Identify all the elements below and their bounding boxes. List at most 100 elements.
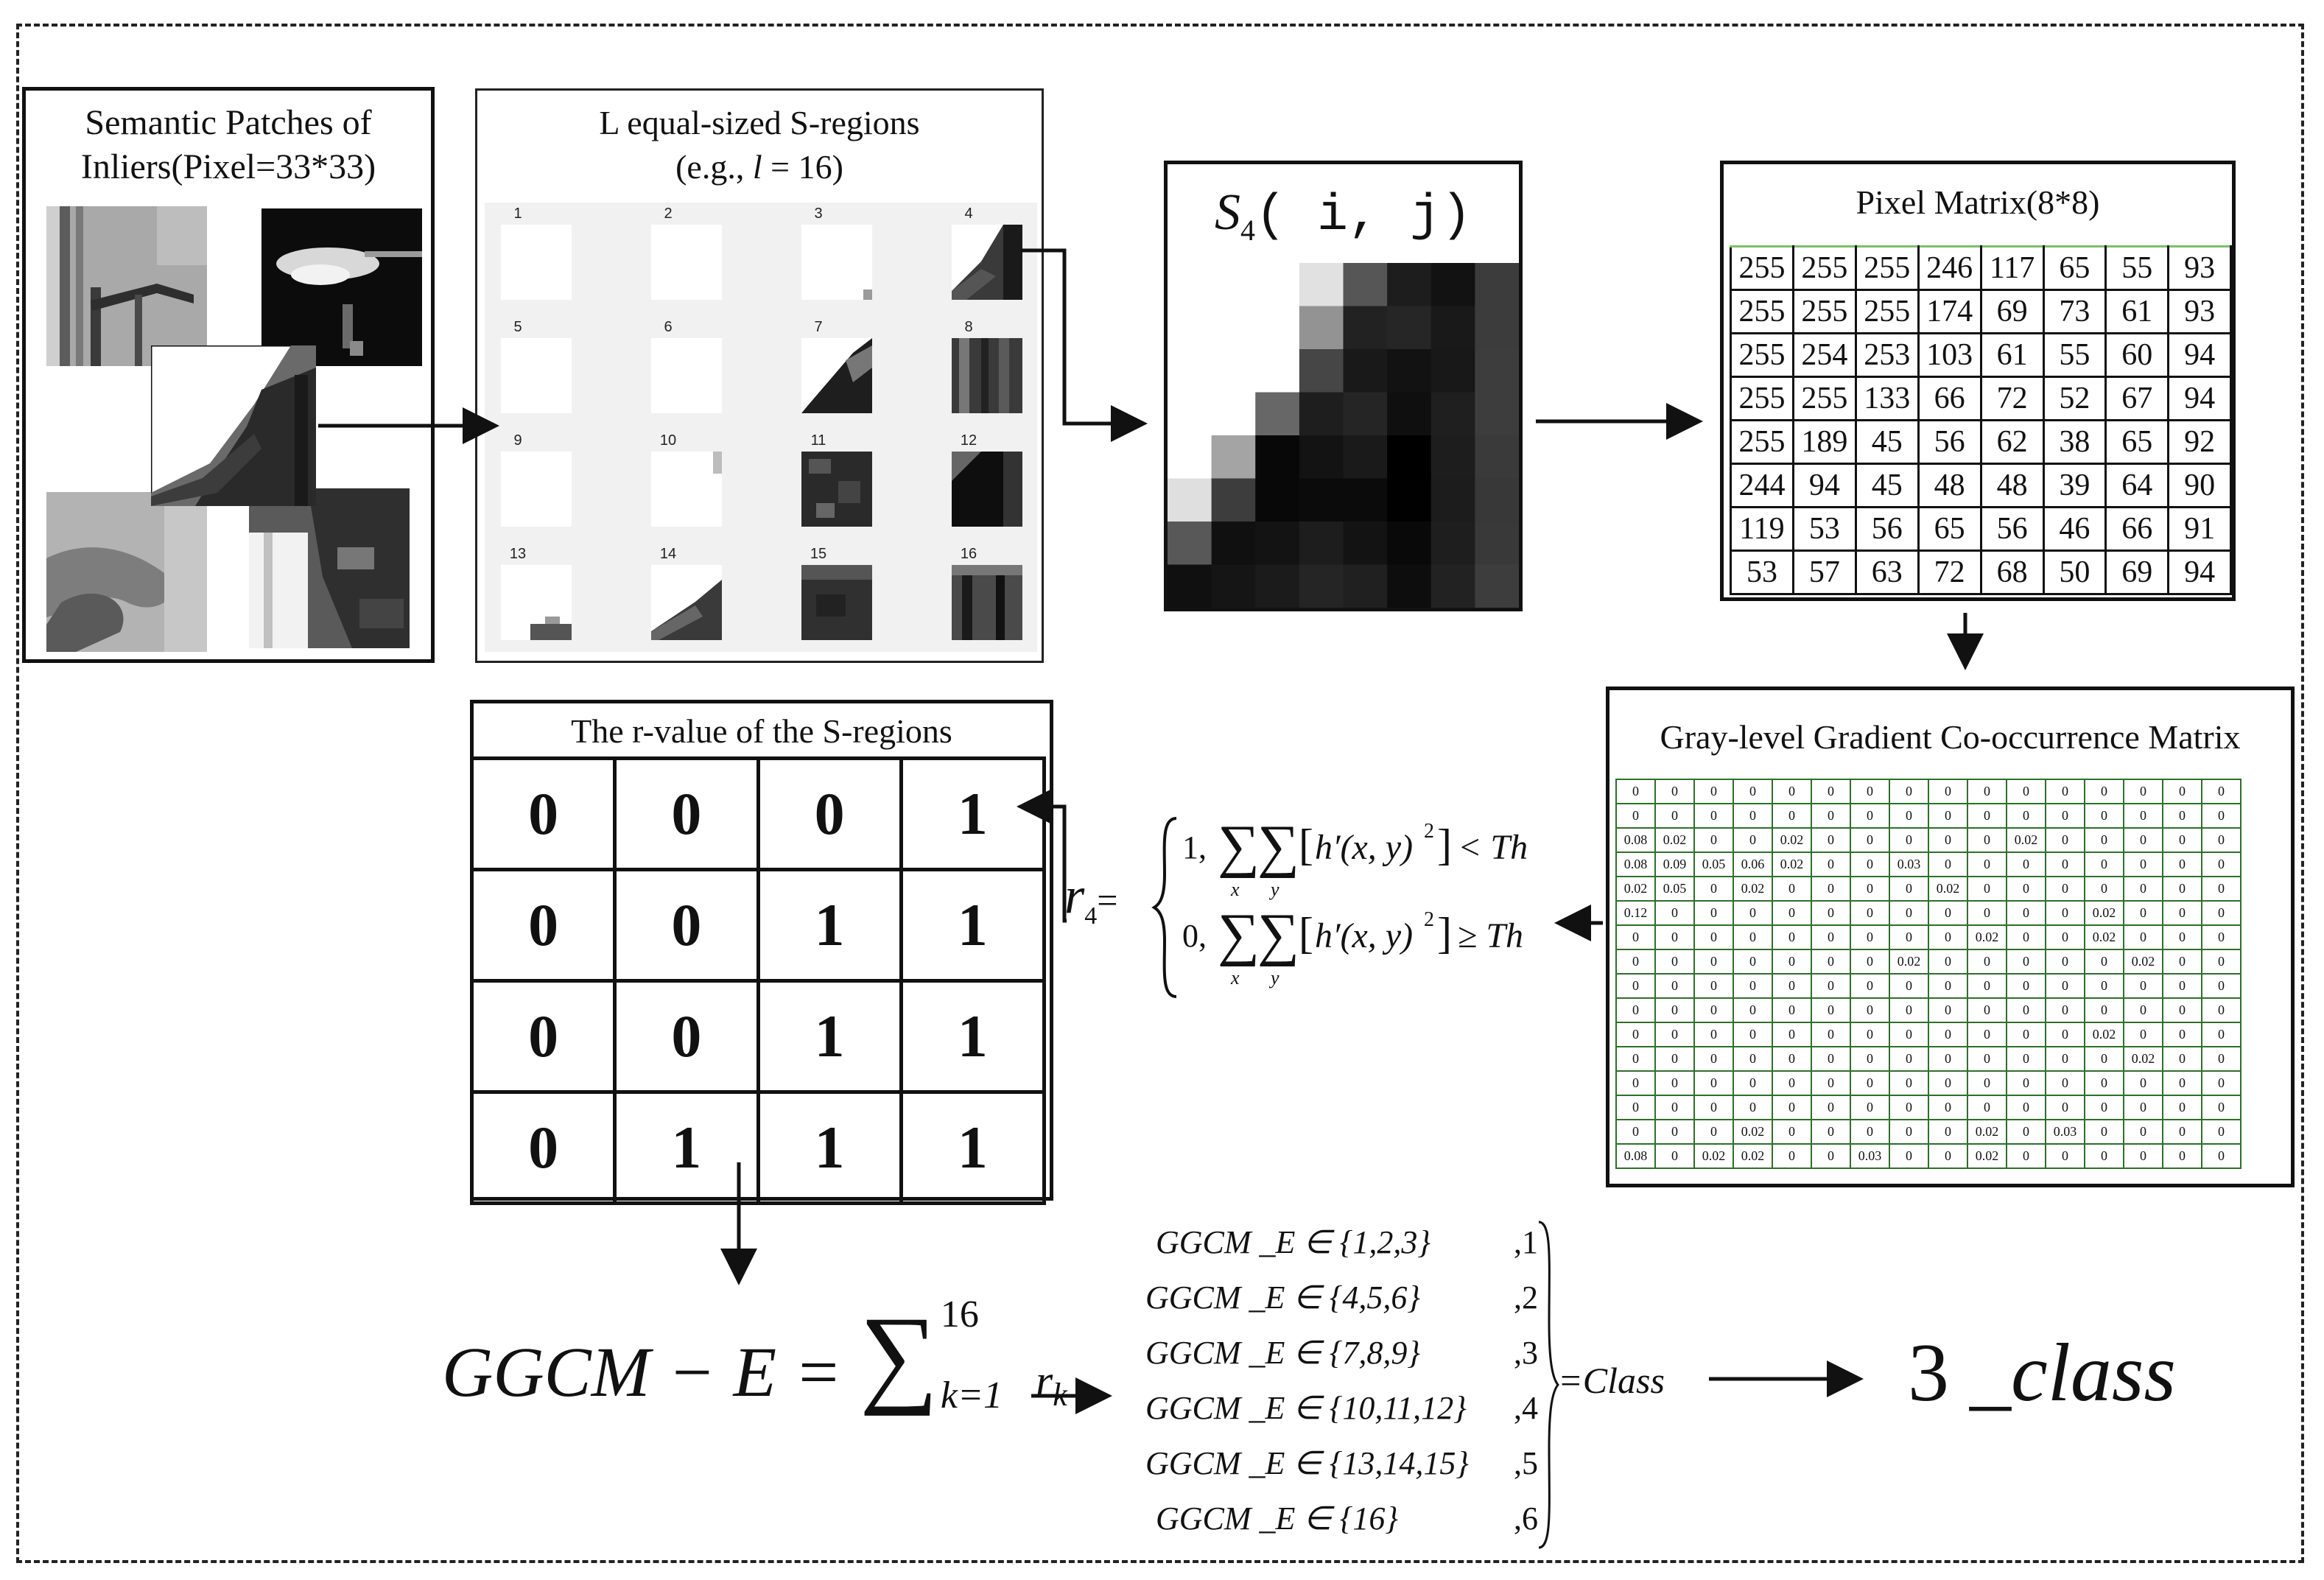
pixel-value-cell: 55: [2104, 245, 2170, 291]
ggcm-value-cell: 0: [2084, 803, 2124, 829]
ggcm-value-cell: 0: [2084, 1070, 2124, 1096]
s4-pixel: [1430, 435, 1475, 479]
ggcm-value-cell: 0.03: [1889, 852, 1929, 877]
r-value-cell: 0: [613, 868, 760, 983]
pixel-value-cell: 53: [1791, 506, 1857, 552]
ggcm-value-cell: 0: [1615, 997, 1656, 1023]
ggcm-value-cell: 0: [1928, 949, 1968, 975]
ggcm-value-cell: 0: [2162, 803, 2202, 829]
ggcm-value-cell: 0: [2045, 803, 2085, 829]
r-value-cell: 1: [899, 756, 1047, 871]
s-region-image: [952, 452, 1022, 527]
ggcm-value-cell: 0.02: [2006, 827, 2046, 853]
ggcm-value-cell: 0: [1850, 1119, 1890, 1145]
pixel-value-cell: 255: [1854, 245, 1920, 291]
diagram-frame: [16, 24, 2304, 1563]
ggcm-value-cell: 0: [1693, 803, 1734, 829]
ggcm-value-cell: 0: [1811, 852, 1851, 877]
ggcm-value-cell: 0: [2201, 1022, 2241, 1047]
class-rule-row: GGCM _E ∈ {1,2,3},1: [1145, 1223, 1554, 1277]
ggcm-value-cell: 0: [1967, 779, 2007, 804]
s4-pixel: [1430, 306, 1475, 350]
ggcm-value-cell: 0: [2006, 949, 2046, 975]
class-rule-label: ,4: [1514, 1390, 1538, 1426]
s4-pixel: [1168, 478, 1212, 522]
ggcm-value-cell: 0: [1889, 1046, 1929, 1072]
s4-pixel: [1211, 435, 1256, 479]
ggcm-value-cell: 0: [1889, 900, 1929, 926]
r4-case1-exp: 2: [1424, 820, 1434, 843]
s4-pixel: [1387, 435, 1432, 479]
ggcm-value-cell: 0: [1733, 779, 1773, 804]
class-rule-condition: GGCM _E ∈ {10,11,12}: [1145, 1390, 1467, 1426]
ggcm-value-cell: 0: [1967, 1070, 2007, 1096]
pixel-value-cell: 255: [1791, 289, 1857, 334]
s-region-12: 12: [943, 429, 1075, 540]
s4-pixel: [1168, 263, 1212, 306]
class-rules-right-brace: [1538, 1221, 1559, 1549]
ggcm-e-lower: k=1: [940, 1374, 1003, 1416]
s-region-image: [952, 565, 1022, 640]
ggcm-value-cell: 0.05: [1654, 876, 1695, 902]
ggcm-value-cell: 0.06: [1733, 852, 1773, 877]
ggcm-value-cell: 0: [1889, 1095, 1929, 1120]
ggcm-value-cell: 0: [2045, 876, 2085, 902]
ggcm-e-term: rk: [1035, 1357, 1067, 1413]
ggcm-value-cell: 0: [1889, 973, 1929, 999]
s-region-image: [801, 338, 872, 413]
ggcm-value-cell: 0: [1811, 1119, 1851, 1145]
ggcm-value-cell: 0: [1615, 1119, 1656, 1145]
ggcm-value-cell: 0: [1693, 973, 1734, 999]
class-rule-label: ,6: [1514, 1500, 1538, 1537]
ggcm-value-cell: 0: [1811, 1070, 1851, 1096]
ggcm-value-cell: 0: [1967, 973, 2007, 999]
s-regions-grid: 1 2 3 4 5 6 7: [485, 203, 1037, 652]
r4-case2-sum-x: ∑: [1218, 902, 1260, 967]
s4-pixel: [1343, 349, 1388, 393]
ggcm-value-cell: 0: [1811, 779, 1851, 804]
class-rule-row: GGCM _E ∈ {7,8,9},3: [1145, 1334, 1554, 1387]
ggcm-value-cell: 0: [2162, 852, 2202, 877]
ggcm-value-cell: 0: [2201, 924, 2241, 950]
ggcm-value-cell: 0: [2201, 997, 2241, 1023]
s4-pixel: [1299, 522, 1344, 565]
ggcm-value-cell: 0: [1654, 1046, 1695, 1072]
pixel-value-cell: 255: [1854, 289, 1920, 334]
pixel-value-cell: 69: [2104, 550, 2170, 595]
ggcm-value-cell: 0.02: [2084, 1022, 2124, 1047]
pixel-value-cell: 91: [2167, 506, 2232, 552]
pixel-value-cell: 246: [1917, 245, 1982, 291]
ggcm-value-cell: 0.02: [1615, 876, 1656, 902]
ggcm-value-cell: 0: [1850, 1046, 1890, 1072]
s4-pixel: [1343, 522, 1388, 565]
ggcm-value-cell: 0: [1733, 1070, 1773, 1096]
r-value-cell: 1: [899, 868, 1047, 983]
pixel-value-cell: 65: [2042, 245, 2107, 291]
ggcm-value-cell: 0: [2084, 1046, 2124, 1072]
s4-pixel: [1299, 349, 1344, 393]
class-rule-condition: GGCM _E ∈ {7,8,9}: [1145, 1335, 1420, 1371]
ggcm-value-cell: 0: [1889, 779, 1929, 804]
ggcm-value-cell: 0: [2162, 1095, 2202, 1120]
pixel-value-cell: 92: [2167, 419, 2232, 465]
ggcm-value-cell: 0: [2162, 1143, 2202, 1169]
ggcm-value-cell: 0: [2201, 1095, 2241, 1120]
ggcm-value-cell: 0: [2162, 997, 2202, 1023]
ggcm-value-cell: 0: [1733, 949, 1773, 975]
s-region-image: [651, 338, 722, 413]
pixel-value-cell: 53: [1730, 550, 1794, 595]
ggcm-value-cell: 0: [1772, 1046, 1812, 1072]
s-region-image: [501, 338, 572, 413]
ggcm-value-cell: 0.08: [1615, 1143, 1656, 1169]
ggcm-value-cell: 0.05: [1693, 852, 1734, 877]
ggcm-value-cell: 0: [2123, 997, 2163, 1023]
pixel-value-cell: 48: [1917, 463, 1982, 508]
ggcm-value-cell: 0.02: [2123, 949, 2163, 975]
